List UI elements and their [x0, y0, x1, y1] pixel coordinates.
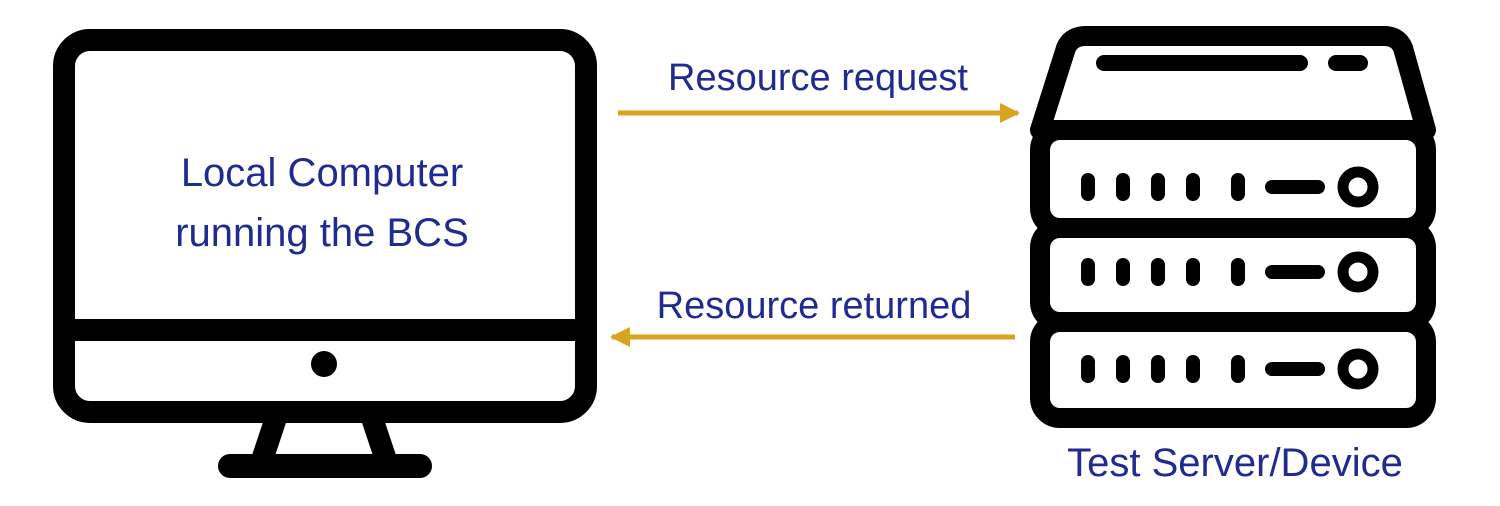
power-button-icon [311, 351, 337, 377]
computer-label-line2: running the BCS [175, 211, 469, 255]
resource-request-label: Resource request [668, 57, 968, 99]
server-label: Test Server/Device [1067, 441, 1403, 485]
server-rack-icon [1030, 26, 1436, 428]
desktop-monitor-icon [53, 29, 597, 478]
computer-label-line1: Local Computer [181, 151, 463, 195]
resource-returned-label: Resource returned [657, 285, 972, 327]
